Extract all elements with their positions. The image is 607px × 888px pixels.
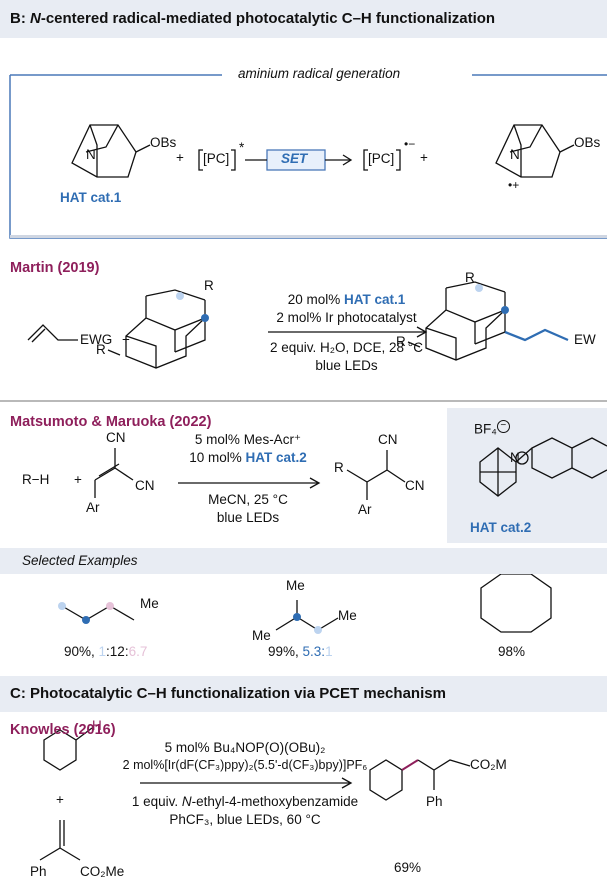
examples-band — [0, 548, 607, 574]
section-b-rest: -centered radical-mediated photocatalyti… — [40, 10, 496, 27]
n-label-1: N — [86, 147, 96, 162]
n-plus-label: N — [510, 450, 520, 465]
aminium-box-title: aminium radical generation — [232, 66, 407, 81]
ex2-me-top: Me — [286, 578, 305, 593]
ex2-yield-text: 99%, — [268, 644, 303, 659]
knowles-h: H — [92, 718, 102, 733]
matsumoto-title: Matsumoto & Maruoka (2022) — [10, 414, 212, 430]
knowles-cond-3-rest: -ethyl-4-methoxybenzamide — [191, 794, 359, 809]
r-left-2: R — [396, 334, 406, 349]
section-b-title: B: N-centered radical-mediated photocata… — [10, 10, 495, 27]
ar-label: Ar — [86, 500, 100, 515]
knowles-cond-3-ital: N — [181, 794, 192, 809]
cn-right: CN — [135, 478, 155, 493]
minus-circle-icon: − — [496, 420, 510, 433]
section-b-prefix: B: — [10, 10, 30, 27]
martin-cond-2: 2 mol% Ir photocatalyst — [276, 310, 417, 325]
matsumoto-cond-1: 5 mol% Mes-Acr⁺ — [194, 432, 302, 447]
ewg-label: EWG — [80, 332, 113, 347]
plus-1: + — [176, 150, 184, 165]
martin-cond-1-hat: HAT cat.1 — [344, 292, 406, 307]
knowles-cond-3: 1 equiv. N-ethyl-4-methoxybenzamide — [128, 794, 362, 809]
section-c-title: C: Photocatalytic C–H functionalization … — [10, 685, 446, 702]
r-top-2: R — [465, 270, 475, 285]
product-cn-top: CN — [378, 432, 398, 447]
knowles-product-ph: Ph — [426, 794, 443, 809]
knowles-yield: 69% — [394, 860, 422, 875]
ex2-ratio-1: 5.3: — [302, 644, 326, 659]
product-cn-right: CN — [405, 478, 425, 493]
hat-cat2-label: HAT cat.2 — [470, 520, 532, 535]
knowles-cond-3-pre: 1 equiv. — [131, 794, 182, 809]
ex2-yield: 99%, 5.3:1 — [268, 644, 333, 659]
martin-plus: + — [122, 332, 130, 347]
knowles-product-co2m: CO₂M — [470, 757, 507, 772]
martin-cond-3: 2 equiv. H₂O, DCE, 28 °C — [270, 340, 423, 355]
matsumoto-cond-2-hat: HAT cat.2 — [245, 450, 307, 465]
ex1-yield-text: 90%, — [64, 644, 99, 659]
ex3-yield: 98% — [498, 644, 526, 659]
ex2-me-right: Me — [338, 608, 357, 623]
product-ewg: EW — [574, 332, 596, 347]
martin-title: Martin (2019) — [10, 260, 100, 276]
knowles-ph: Ph — [30, 864, 47, 879]
rh-label: R−H — [22, 472, 50, 487]
obs-label-1: OBs — [150, 135, 177, 150]
matsumoto-cond-2: 10 mol% HAT cat.2 — [172, 450, 324, 465]
ex2-me-left: Me — [252, 628, 271, 643]
matsumoto-cond-3: MeCN, 25 °C — [208, 492, 288, 507]
ex2-ratio-2: 1 — [325, 644, 333, 659]
cn-top: CN — [106, 430, 126, 445]
matsumoto-cond-2-pre: 10 mol% — [189, 450, 246, 465]
ex1-ratio-2: :12: — [106, 644, 129, 659]
section-b-band — [0, 0, 607, 38]
n-label-2: N — [510, 147, 520, 162]
r-top-1: R — [204, 278, 214, 293]
matsumoto-cond-4: blue LEDs — [216, 510, 280, 525]
knowles-title: Knowles (2016) — [10, 722, 116, 738]
ex1-ratio-3: 6.7 — [128, 644, 148, 659]
pc-radical-anion: •− — [404, 137, 416, 151]
pc-label-1: [PC] — [203, 151, 230, 166]
matsumoto-plus: + — [74, 472, 82, 487]
product-r: R — [334, 460, 344, 475]
pc-star: * — [239, 140, 245, 155]
knowles-plus: + — [56, 792, 64, 807]
plus-2: + — [420, 150, 428, 165]
ex1-ratio-1: 1 — [98, 644, 107, 659]
section-b-italic: N — [30, 10, 41, 27]
bf4-text: BF₄ — [474, 421, 497, 437]
set-label: SET — [281, 151, 308, 166]
aminium-radical-cation: •+ — [508, 178, 520, 192]
section-c-band — [0, 676, 607, 712]
martin-cond-1-pre: 20 mol% — [287, 292, 344, 307]
knowles-cond-2: 2 mol%[Ir(dF(CF₃)ppy)₂(5.5'-d(CF₃)bpy)]P… — [122, 758, 368, 772]
obs-label-2: OBs — [574, 135, 601, 150]
martin-cond-4: blue LEDs — [315, 358, 378, 373]
pc-label-2: [PC] — [368, 151, 395, 166]
knowles-cond-1: 5 mol% Bu₄NOP(O)(OBu)₂ — [164, 740, 326, 755]
martin-cond-1: 20 mol% HAT cat.1 — [268, 292, 425, 307]
examples-header: Selected Examples — [22, 553, 138, 568]
knowles-cond-4: PhCF₃, blue LEDs, 60 °C — [169, 812, 321, 827]
r-left-1: R — [96, 342, 106, 357]
hat-cat1-label: HAT cat.1 — [60, 190, 122, 205]
ex1-yield: 90%, 1:12:6.7 — [64, 644, 147, 659]
product-ar: Ar — [358, 502, 372, 517]
ex1-me: Me — [140, 596, 159, 611]
knowles-co2me: CO₂Me — [80, 864, 125, 879]
bf4-label: BF₄− — [474, 420, 510, 437]
